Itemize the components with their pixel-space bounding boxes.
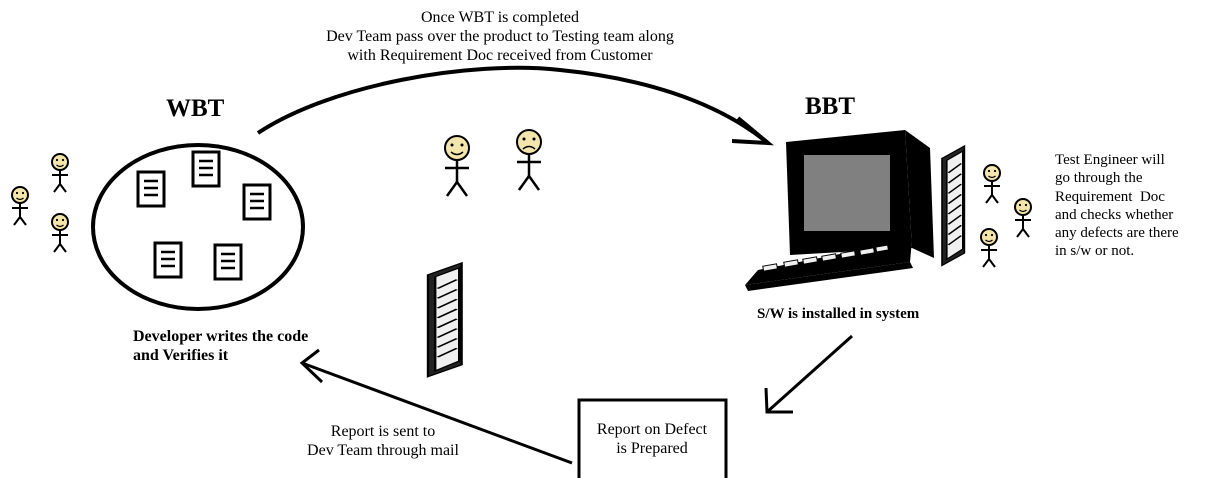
report-sent-line: Dev Team through mail bbox=[307, 441, 459, 459]
tester-person-icon bbox=[980, 228, 998, 268]
report-box bbox=[577, 398, 728, 478]
developer-person-icon bbox=[51, 153, 69, 193]
report-return-arrowhead bbox=[299, 348, 324, 384]
test-engineer-line: any defects are there bbox=[1055, 225, 1179, 242]
test-engineer-line: Test Engineer will bbox=[1055, 152, 1165, 168]
to-report-arrow bbox=[766, 334, 853, 414]
test-engineer-line: in s/w or not. bbox=[1055, 243, 1135, 260]
code-doc-icon bbox=[242, 183, 272, 221]
bbt-title: BBT bbox=[805, 93, 856, 120]
test-engineer-line: Requirement Doc bbox=[1055, 188, 1165, 205]
test-engineer-line: go through the bbox=[1055, 170, 1143, 187]
wbt-caption: Developer writes the code and Verifies i… bbox=[133, 328, 308, 366]
report-return-arrow bbox=[301, 361, 573, 465]
wbt-caption-line: Developer writes the code bbox=[133, 328, 309, 345]
to-report-arrowhead bbox=[764, 387, 793, 414]
handover-caption-line: with Requirement Doc received from Custo… bbox=[347, 46, 653, 64]
developer-person-icon bbox=[11, 186, 29, 226]
handover-arrow bbox=[256, 65, 770, 145]
code-doc-icon bbox=[153, 241, 183, 279]
tester-person-icon bbox=[1014, 198, 1032, 238]
developer-person-icon bbox=[51, 213, 69, 253]
bbt-caption: S/W is installed in system bbox=[757, 306, 920, 322]
code-doc-icon bbox=[191, 150, 221, 188]
requirement-doc-icon bbox=[426, 261, 464, 379]
report-box-text: Report on Defect is Prepared bbox=[582, 421, 722, 459]
report-sent-caption: Report is sent to Dev Team through mail bbox=[288, 423, 478, 461]
wbt-caption-line: and Verifies it bbox=[133, 346, 229, 364]
sad-person-icon bbox=[516, 129, 542, 191]
computer-icon bbox=[745, 130, 934, 291]
requirement-doc-icon bbox=[941, 145, 966, 267]
code-doc-icon bbox=[213, 243, 243, 281]
handover-caption: Once WBT is completed Dev Team pass over… bbox=[280, 9, 720, 66]
tester-person-icon bbox=[983, 164, 1001, 204]
test-engineer-text: Test Engineer will go through the Requir… bbox=[1055, 151, 1179, 261]
handover-caption-line: Once WBT is completed bbox=[420, 9, 580, 26]
report-sent-line: Report is sent to bbox=[330, 423, 436, 440]
code-doc-icon bbox=[136, 170, 166, 208]
wbt-title: WBT bbox=[166, 95, 225, 122]
report-box-line: Report on Defect bbox=[596, 421, 708, 438]
report-box-line: is Prepared bbox=[616, 439, 688, 457]
test-engineer-line: and checks whether bbox=[1055, 206, 1174, 223]
handover-caption-line: Dev Team pass over the product to Testin… bbox=[326, 27, 674, 45]
handover-arrowhead bbox=[731, 116, 774, 146]
happy-person-icon bbox=[444, 135, 470, 197]
